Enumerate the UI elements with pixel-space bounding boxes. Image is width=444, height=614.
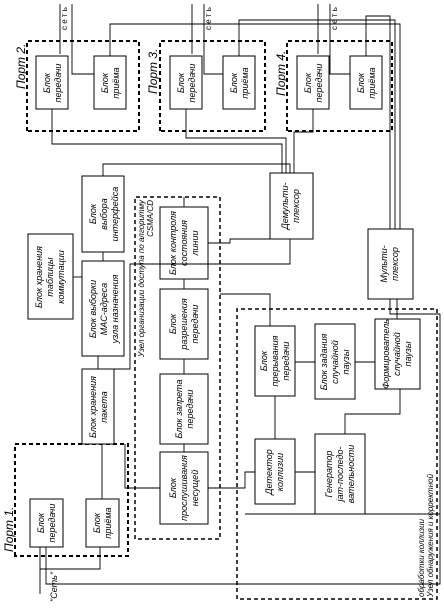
port-2-rx-label-2: приёма <box>111 67 121 98</box>
port-2-frame <box>26 40 140 132</box>
form-pause-label-2: случайной <box>392 332 402 376</box>
port-1-label: Порт 1. <box>2 507 16 552</box>
mac-select-label-1: Блок выборки <box>88 280 98 338</box>
tx-interrupt-label-3: передачи <box>281 342 291 381</box>
collision-group-label-1: Узел обнаружения и корректной <box>426 473 435 598</box>
jam-generator-label-1: Генератор <box>324 451 334 498</box>
port-2-tx-label-2: передачи <box>53 64 63 103</box>
form-pause-label-3: паузы <box>403 341 413 366</box>
interface-select-label-1: Блок <box>88 203 98 224</box>
tx-forbid-block <box>159 373 209 445</box>
mux-label-1: Мульти- <box>379 245 389 282</box>
tx-allow-label-1: Блок <box>168 313 178 334</box>
port-1-rx-block <box>85 498 120 548</box>
port-1-frame <box>14 443 129 557</box>
switch-table-label-2: таблицы <box>45 257 55 296</box>
tx-forbid-label-1: Блок запрета <box>174 380 184 439</box>
form-pause-label-1: Формирователь <box>381 319 391 389</box>
tx-forbid-label-2: передачи <box>185 390 195 429</box>
packet-buffer-block <box>81 368 115 445</box>
port-3-rx-label-2: приёма <box>240 67 250 98</box>
port-4-tx-label-1: Блок <box>303 72 313 93</box>
set-pause-label-3: паузы <box>341 349 351 374</box>
port-3-tx-label-1: Блок <box>176 72 186 93</box>
network-label-port-4: с е т ь <box>330 7 339 30</box>
carrier-sense-label-3: несущей <box>190 470 200 506</box>
port-3-frame <box>159 40 266 132</box>
port-1-tx-label-1: Блок <box>36 512 46 533</box>
port-4-tx-block <box>296 55 330 110</box>
collision-group-label-2: обработки коллизии <box>417 518 426 597</box>
jam-generator-label-2: jam-последо- <box>335 447 345 503</box>
tx-allow-label-3: передачи <box>190 305 200 344</box>
port-4-rx-label-2: приёма <box>367 67 377 98</box>
csma-group-frame <box>134 196 221 540</box>
collision-detector-label-2: коллизии <box>275 453 285 491</box>
csma-group-label-1: Узел организации доступа по алгоритму <box>137 199 146 358</box>
tx-interrupt-label-2: прерывания <box>270 335 280 386</box>
set-pause-label-1: Блок задания <box>319 334 329 391</box>
port-2-tx-label-1: Блок <box>42 72 52 93</box>
switch-table-block <box>27 233 74 320</box>
network-label-port-2: с е т ь <box>60 7 69 30</box>
set-pause-block <box>314 323 356 400</box>
carrier-sense-label-1: Блок <box>168 477 178 498</box>
port-3-label: Порт 3. <box>146 49 160 94</box>
port-3-rx-label-1: Блок <box>229 72 239 93</box>
port-1-rx-label-1: Блок <box>92 512 102 533</box>
mac-select-label-2: MAC-адреса <box>99 283 109 335</box>
port-4-rx-label-1: Блок <box>356 72 366 93</box>
port-1-tx-block <box>29 498 64 548</box>
port-4-rx-block <box>349 55 383 110</box>
line-control-label-2: состояния <box>179 220 189 266</box>
port-4-tx-label-2: передачи <box>314 64 324 103</box>
port-2-rx-label-1: Блок <box>100 72 110 93</box>
jam-generator-label-3: вательности <box>346 445 356 503</box>
interface-select-label-3: интерфейса <box>110 187 120 242</box>
port-2-label: Порт 2. <box>14 44 28 89</box>
interface-select-label-2: выбора <box>99 198 109 229</box>
tx-interrupt-label-1: Блок <box>259 350 269 371</box>
port-3-rx-block <box>222 55 256 110</box>
network-label-port-3: с е т ь <box>204 7 213 30</box>
port-4-label: Порт 4. <box>274 51 288 96</box>
packet-buffer-label-2: пакета <box>99 391 109 423</box>
set-pause-label-2: случайной <box>330 340 340 384</box>
tx-allow-label-2: разрешения <box>179 298 189 350</box>
switch-table-label-1: Блок хранения <box>34 246 44 308</box>
connection-lines <box>39 4 441 594</box>
form-pause-block <box>374 318 421 390</box>
port-2-tx-block <box>35 55 69 110</box>
port-3-tx-label-2: передачи <box>187 64 197 103</box>
network-quoted-label: "Сеть" <box>49 571 59 602</box>
csma-group-label-2: CSMA/CD <box>146 200 155 237</box>
line-control-label-1: Блок контроля <box>168 211 178 275</box>
line-control-label-3: линии <box>190 230 200 256</box>
port-2-rx-block <box>93 55 127 110</box>
demux-label-1: Демульти- <box>280 182 290 230</box>
switch-table-label-3: коммутации <box>56 250 66 304</box>
carrier-sense-label-2: прослушивания <box>179 455 189 521</box>
packet-buffer-label-1: Блок хранения <box>88 376 98 438</box>
demux-label-2: плексор <box>291 189 301 223</box>
port-1-tx-label-2: передачи <box>47 504 57 543</box>
mux-block <box>367 228 414 300</box>
port-1-rx-label-2: приёма <box>103 507 113 538</box>
port-4-frame <box>286 40 393 132</box>
mac-select-label-3: узла назначения <box>110 274 120 344</box>
mux-label-2: плексор <box>390 247 400 281</box>
collision-detector-label-1: Детектор <box>264 449 274 496</box>
port-3-tx-block <box>169 55 203 110</box>
